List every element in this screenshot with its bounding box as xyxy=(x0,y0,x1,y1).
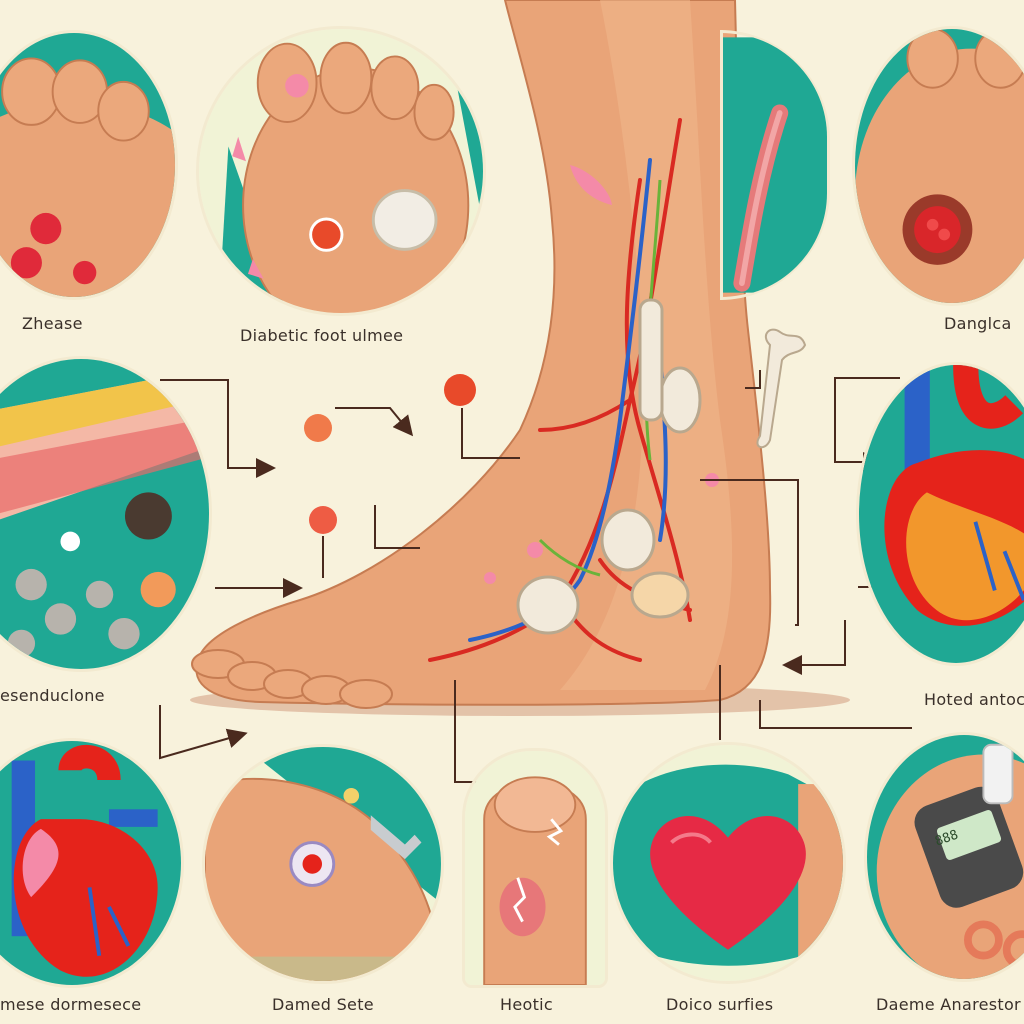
circle-heart-right xyxy=(856,362,1024,666)
label-bottom-2: Damed Sete xyxy=(272,995,374,1014)
label-bottom-5: Daeme Anarestor xyxy=(876,995,1021,1014)
circle-danger-ulcer xyxy=(852,26,1024,306)
label-bottom-3: Heotic xyxy=(500,995,553,1014)
circle-diabetic-foot-ulcer xyxy=(196,26,486,316)
small-bone-icon xyxy=(756,328,807,449)
toes xyxy=(191,649,393,709)
circle-glucose-meter: 888 xyxy=(864,732,1024,982)
circle-teal-right-of-leg xyxy=(720,30,830,300)
label-mid-left: esenduclone xyxy=(0,686,105,705)
circle-heart-shape xyxy=(610,742,846,984)
bone-pin xyxy=(638,298,664,422)
label-mid-right: Hoted antoc xyxy=(924,690,1024,709)
circle-toes-top-left xyxy=(0,30,178,300)
floating-cells xyxy=(304,374,476,534)
label-bottom-1: mese dormesece xyxy=(0,995,142,1014)
circle-damaged-site xyxy=(202,744,444,984)
label-top-center: Diabetic foot ulmee xyxy=(240,326,404,345)
circle-toe-hepatic xyxy=(462,748,608,988)
label-bottom-4: Doico surfies xyxy=(666,995,774,1014)
label-top-left: Zhease xyxy=(22,314,83,333)
joint-discs xyxy=(516,366,702,635)
label-top-right: Danglca xyxy=(944,314,1012,333)
circle-heart-bottom-left xyxy=(0,738,184,988)
